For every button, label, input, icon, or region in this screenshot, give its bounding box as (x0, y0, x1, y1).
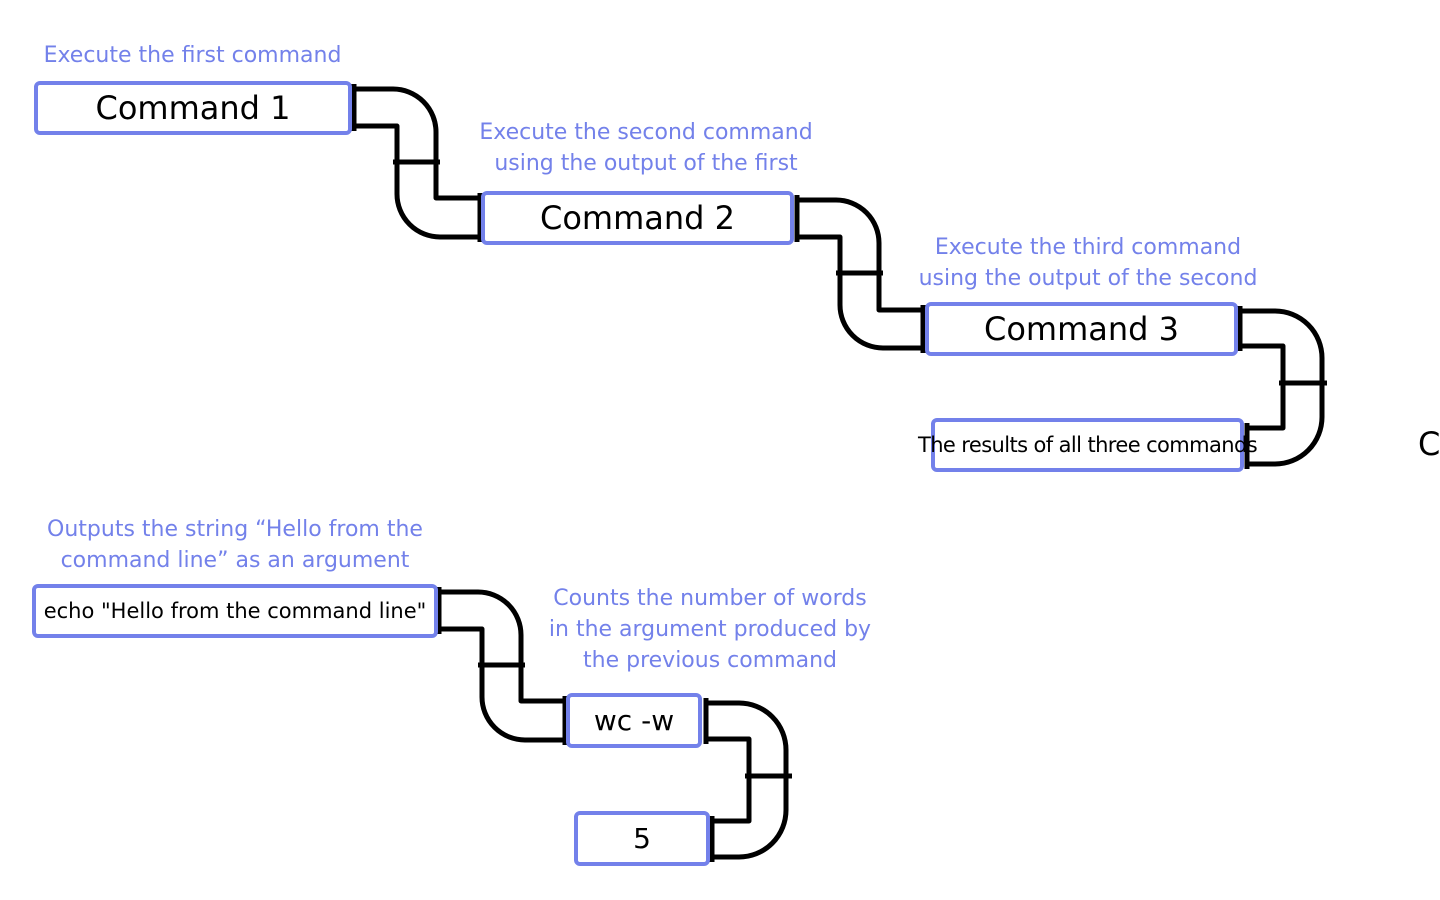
command-1-label: Command 1 (95, 89, 291, 127)
caption-third-command: Execute the third command using the outp… (918, 235, 1258, 291)
pipe-command1-to-command2 (351, 84, 483, 242)
wc-command-label: wc -w (593, 704, 675, 737)
caption-wc: Counts the number of words in the argume… (548, 586, 872, 673)
result-five-box: 5 (574, 811, 710, 866)
pipe-command3-to-results (1237, 306, 1327, 469)
echo-command-label: echo "Hello from the command line" (43, 599, 427, 623)
caption-first-command: Execute the first command (43, 43, 342, 68)
command-1-box: Command 1 (34, 81, 352, 135)
pipe-wc-to-result (703, 698, 792, 862)
command-2-label: Command 2 (540, 199, 735, 237)
results-label: The results of all three commands (917, 433, 1258, 457)
pipe-echo-to-wc (436, 587, 568, 745)
command-2-box: Command 2 (481, 191, 794, 245)
caption-echo: Outputs the string “Hello from the comma… (47, 517, 423, 573)
pipe-command2-to-command3 (794, 195, 926, 353)
result-five-label: 5 (633, 822, 651, 855)
edge-glyph: C (1418, 425, 1440, 463)
command-3-box: Command 3 (925, 302, 1238, 356)
echo-command-box: echo "Hello from the command line" (32, 584, 438, 638)
caption-second-command: Execute the second command using the out… (479, 120, 813, 176)
command-3-label: Command 3 (984, 310, 1179, 348)
wc-command-box: wc -w (566, 693, 702, 748)
results-box: The results of all three commands (918, 418, 1258, 472)
